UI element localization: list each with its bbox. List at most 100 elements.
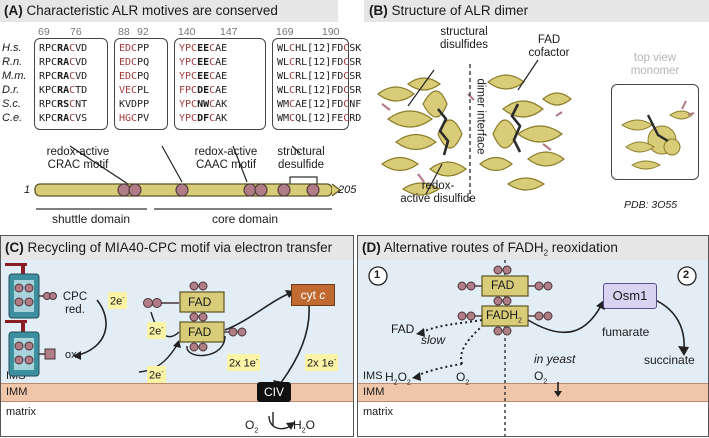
pdb-label: PDB: 3O55 [624, 199, 678, 211]
oxygen-label: O2 [245, 418, 259, 435]
complex-iv: CIV [257, 382, 291, 402]
sequence-row: YPCNWCAK [179, 99, 228, 110]
matrix-area [1, 402, 353, 436]
panel-c-title-bar [1, 236, 353, 260]
cpc-reduced-label: CPC red. [62, 291, 88, 316]
sequence-row: RPCRSCNT [39, 99, 88, 110]
dimer-interface-label: dimer interface [474, 78, 487, 155]
sequence-row: HGCPV [119, 113, 150, 124]
residue-number: 190 [322, 26, 340, 38]
oxygen-yeast-label: O2 [534, 369, 548, 386]
core-domain-label: core domain [212, 212, 279, 226]
fad-label-1: FAD [188, 295, 212, 309]
species-column: H.s. R.n. M.m. D.r. S.c. C.e. [2, 41, 40, 125]
fadh2-label: FADH2 [486, 308, 522, 325]
sequence-end: 205 [338, 184, 357, 196]
species-label: H.s. [2, 42, 22, 54]
oxidized-label: ox. [65, 349, 80, 361]
shuttle-domain-label: shuttle domain [52, 212, 131, 226]
electron-label-2: 2e- [147, 322, 166, 339]
panel-d-title-bar [358, 236, 708, 260]
panel-a-title-bar [0, 0, 338, 22]
mia40-reduced [5, 263, 57, 319]
sequence-box: YPCEECAE YPCEECAE YPCEECAE FPCDECAE YPCNWCAK… [174, 38, 266, 130]
panel-d-diagram [368, 260, 697, 436]
residue-number: 147 [220, 26, 238, 38]
sequence-row: EDCPQ [119, 57, 150, 68]
electron-label-3: 2e- [147, 366, 166, 383]
two-electron-label-2: 2x 1e- [305, 354, 339, 371]
sequence-row: KPCRACVS [39, 113, 88, 124]
alr-dimer-structure [377, 59, 572, 204]
sequence-box: WLCHL[12]FDCSK WLCRL[12]FDCSR WLCRL[12]FDC… [272, 38, 362, 130]
matrix-area-d [358, 402, 708, 436]
residue-number: 92 [137, 26, 149, 38]
imm-label: IMM [6, 386, 28, 398]
water-label: H2O [293, 418, 315, 435]
matrix-label: matrix [6, 406, 36, 418]
residue-number: 88 [118, 26, 130, 38]
hydrogen-peroxide-label: H2O2 [385, 370, 411, 387]
panel-d-letter: (D) [362, 240, 381, 255]
matrix-label-d: matrix [363, 406, 393, 418]
mia40-oxidized [5, 320, 56, 377]
panel-b-title: (B) Structure of ALR dimer [369, 3, 528, 18]
species-label: M.m. [2, 70, 27, 82]
sequence-row: FPCDECAE [179, 85, 228, 96]
sequence-row: YPCEECAE [179, 57, 228, 68]
sequence-row: WLCRL[12]FDCSR [277, 71, 362, 82]
panel-d-title: (D) Alternative routes of FADH2 reoxidat… [362, 240, 618, 258]
sequence-row: RPCRACVD [39, 43, 88, 54]
sequence-box: RPCRACVD RPCRACVD RPCRACVD KPCRACTD RPCRSCNT… [34, 38, 108, 130]
panel-c: (C) Recycling of MIA40-CPC motif via ele… [0, 235, 354, 437]
species-label: R.n. [2, 56, 23, 68]
species-label: C.e. [2, 112, 23, 124]
panel-c-letter: (C) [5, 240, 24, 255]
sequence-row: WLCRL[12]FDCSR [277, 85, 362, 96]
fad-label-2: FAD [188, 325, 212, 339]
sequence-row: KPCRACTD [39, 85, 88, 96]
panel-c-title: (C) Recycling of MIA40-CPC motif via ele… [5, 240, 332, 255]
sequence-row: YPCEECAE [179, 43, 228, 54]
caac-motif-label: redox-active CAAC motif [194, 146, 258, 171]
structural-disulfide-label: structural desulfide [277, 146, 325, 171]
sequence-row: WLCRL[12]FDCSR [277, 57, 362, 68]
panel-c-diagram [5, 263, 310, 430]
electron-label-1: 2e- [108, 292, 127, 309]
sequence-start: 1 [24, 184, 31, 196]
residue-number: 169 [276, 26, 294, 38]
imm-label-d: IMM [363, 386, 385, 398]
fad-top-label: FAD [491, 278, 515, 292]
imm-band-d [358, 383, 708, 402]
residue-number: 69 [38, 26, 50, 38]
top-view-box [611, 84, 699, 180]
sequence-row: WMCQL[12]FECRD [277, 113, 362, 124]
sequence-row: YPCEECAE [179, 71, 228, 82]
top-view-label: top view monomer [630, 52, 680, 77]
in-yeast-label: in yeast [534, 352, 576, 366]
oxygen-d-label: O2 [456, 370, 470, 387]
osm1-box: Osm1 [603, 283, 657, 309]
route-1-label: 1 [374, 269, 381, 281]
succinate-label: succinate [644, 353, 695, 367]
sequence-row: WLCHL[12]FDCSK [277, 43, 362, 54]
route-2-label: 2 [683, 269, 690, 281]
panel-c-title-text: Recycling of MIA40-CPC motif via electro… [27, 240, 333, 255]
sequence-row: RPCRACVD [39, 57, 88, 68]
species-label: S.c. [2, 98, 21, 110]
monomer-top-view [621, 100, 695, 170]
fad-cofactor-label: FAD cofactor [528, 34, 570, 59]
sequence-row: EDCPP [119, 43, 150, 54]
residue-number: 76 [70, 26, 82, 38]
species-label: D.r. [2, 84, 20, 96]
slow-label: slow [421, 333, 446, 347]
sequence-row: RPCRACVD [39, 71, 88, 82]
panel-a-title-text: Characteristic ALR motives are conserved [26, 3, 278, 18]
sequence-row: YPCDFCAK [179, 113, 228, 124]
crac-motif-label: redox-active CRAC motif [46, 146, 110, 171]
ims-label-d: IMS [363, 370, 383, 382]
sequence-row: EDCPQ [119, 71, 150, 82]
sequence-row: VECPL [119, 85, 150, 96]
panel-a-title: (A) Characteristic ALR motives are conse… [4, 3, 278, 18]
